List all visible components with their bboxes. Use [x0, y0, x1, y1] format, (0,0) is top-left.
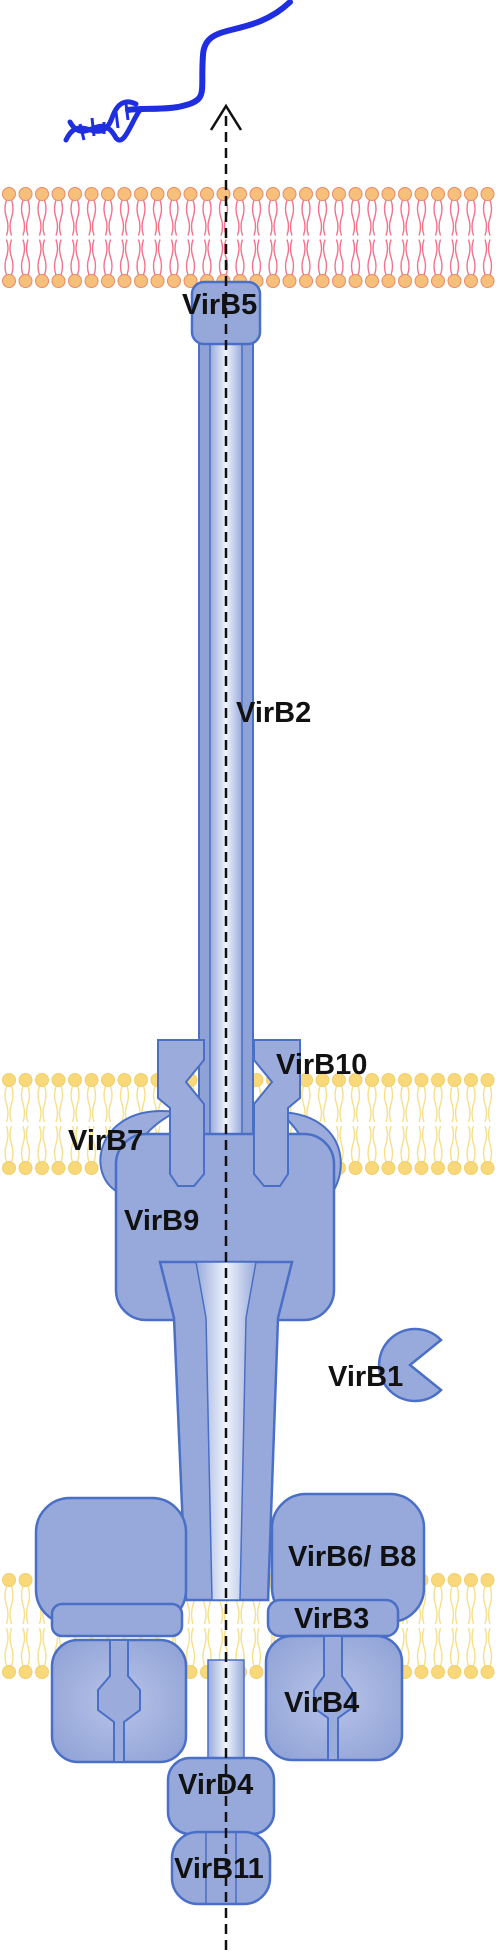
virb7-label: VirB7: [68, 1125, 143, 1157]
virb4-right: [264, 1634, 404, 1762]
virb10-cap: [157, 1039, 301, 1187]
virb11-atpase: [170, 1830, 272, 1906]
outer-membrane: [2, 187, 495, 288]
pacman-enzyme-icon: [377, 1327, 443, 1403]
arrow-up-icon: [209, 103, 243, 1950]
virb11-label: VirB11: [174, 1853, 264, 1885]
virb6-b8-complex: [34, 1492, 426, 1626]
virb3-label: VirB3: [294, 1603, 369, 1635]
virb4-left: [50, 1638, 188, 1764]
virD4-label: VirD4: [178, 1769, 253, 1801]
virb3-bars: [50, 1598, 400, 1638]
virb10-label: VirB10: [276, 1049, 367, 1081]
virb1-label: VirB1: [328, 1361, 403, 1393]
dna-helix-icon: [63, 0, 293, 143]
virb9-label: VirB9: [124, 1205, 199, 1237]
virb5-label: VirB5: [182, 289, 257, 321]
virb2-label: VirB2: [236, 697, 311, 729]
virb4-label: VirB4: [284, 1687, 359, 1719]
virb6-b8-label: VirB6/ B8: [288, 1541, 416, 1573]
